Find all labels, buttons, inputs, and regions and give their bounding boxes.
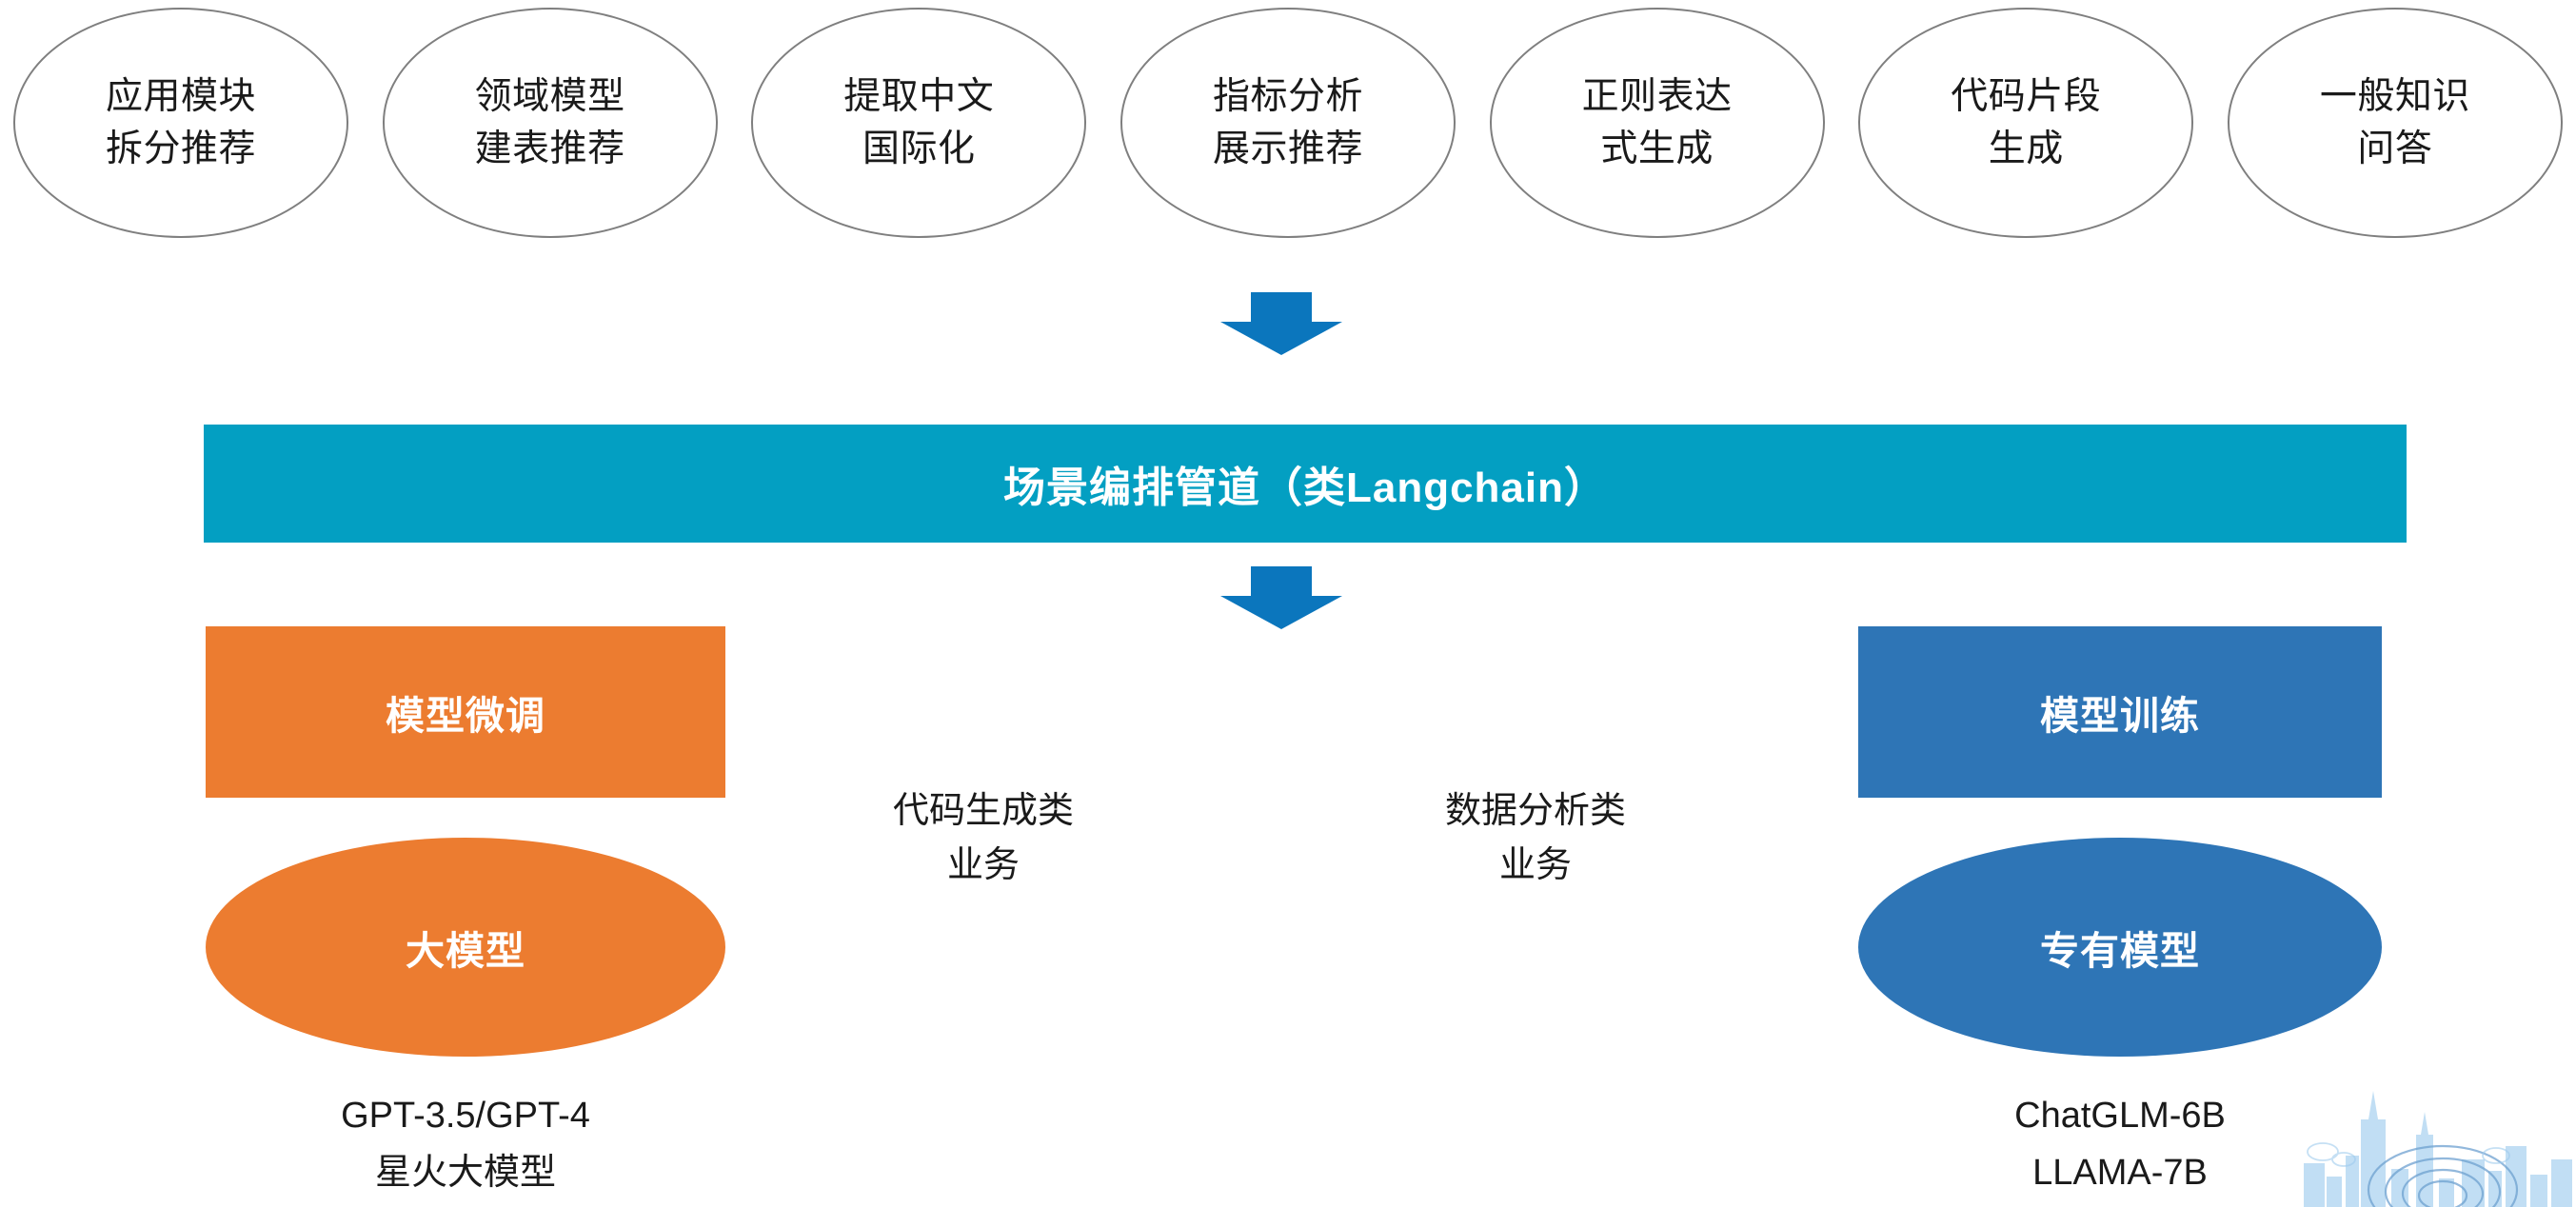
model-ellipse-label: 专有模型: [2040, 929, 2200, 973]
scenario-label-line1: 一般知识: [2319, 75, 2470, 117]
scenario-label-line2: 拆分推荐: [105, 129, 256, 169]
arrow-head: [1220, 596, 1342, 629]
model-ellipse-label: 大模型: [406, 929, 525, 973]
business-label-code-line1: 代码生成类: [892, 791, 1074, 831]
business-label-code-generation: 代码生成类 业务: [826, 784, 1140, 893]
scenario-ellipse-domain-model-table[interactable]: 领域模型 建表推荐: [382, 8, 718, 238]
scenario-label-line1: 正则表达: [1581, 75, 1733, 117]
model-ellipse-large-model[interactable]: 大模型: [206, 838, 725, 1057]
scenario-label-line1: 指标分析: [1212, 75, 1363, 117]
scenario-ellipse-regex-generation[interactable]: 正则表达 式生成: [1489, 8, 1825, 238]
scenario-label-line2: 展示推荐: [1212, 129, 1363, 169]
arrow-shaft: [1251, 566, 1312, 596]
scenario-ellipse-metric-analysis[interactable]: 指标分析 展示推荐: [1120, 8, 1456, 238]
scenario-label-line2: 式生成: [1600, 129, 1714, 169]
scenario-label-line1: 代码片段: [1951, 75, 2102, 117]
scenario-ellipse-general-qa[interactable]: 一般知识 问答: [2227, 8, 2563, 238]
scenario-label-line2: 生成: [1988, 129, 2064, 169]
right-branch-caption: ChatGLM-6B LLAMA-7B: [1858, 1087, 2382, 1201]
stage-box-model-finetune[interactable]: 模型微调: [206, 626, 725, 798]
pipeline-banner[interactable]: 场景编排管道（类Langchain）: [204, 425, 2407, 543]
model-ellipse-private-model[interactable]: 专有模型: [1858, 838, 2382, 1057]
scenario-ellipse-app-module-split[interactable]: 应用模块 拆分推荐: [13, 8, 348, 238]
business-label-code-line2: 业务: [946, 845, 1020, 885]
scenario-ellipse-row: 应用模块 拆分推荐 领域模型 建表推荐 提取中文 国际化 指标分析 展示推荐 正…: [0, 8, 2576, 246]
arrow-head: [1220, 322, 1342, 355]
business-label-data-line1: 数据分析类: [1444, 791, 1626, 831]
scenario-label-line1: 应用模块: [105, 75, 256, 117]
left-caption-line2: 星火大模型: [374, 1153, 556, 1194]
scenario-ellipse-chinese-i18n[interactable]: 提取中文 国际化: [751, 8, 1087, 238]
scenario-label-line1: 领域模型: [474, 75, 625, 117]
right-caption-line1: ChatGLM-6B: [2014, 1096, 2226, 1136]
pipeline-banner-label: 场景编排管道（类Langchain）: [1002, 465, 1608, 511]
stage-box-label: 模型训练: [2040, 694, 2200, 738]
left-caption-line1: GPT-3.5/GPT-4: [341, 1096, 590, 1136]
scenario-label-line2: 问答: [2357, 129, 2433, 169]
stage-box-label: 模型微调: [386, 694, 545, 738]
scenario-label-line2: 建表推荐: [474, 129, 625, 169]
arrow-shaft: [1251, 292, 1312, 322]
right-caption-line2: LLAMA-7B: [2032, 1153, 2208, 1194]
scenario-label-line1: 提取中文: [843, 75, 995, 117]
scenario-label-line2: 国际化: [862, 129, 976, 169]
business-label-data-line2: 业务: [1498, 845, 1572, 885]
stage-box-model-training[interactable]: 模型训练: [1858, 626, 2382, 798]
scenario-ellipse-code-snippet[interactable]: 代码片段 生成: [1858, 8, 2194, 238]
left-branch-caption: GPT-3.5/GPT-4 星火大模型: [206, 1087, 725, 1201]
business-label-data-analysis: 数据分析类 业务: [1378, 784, 1693, 893]
